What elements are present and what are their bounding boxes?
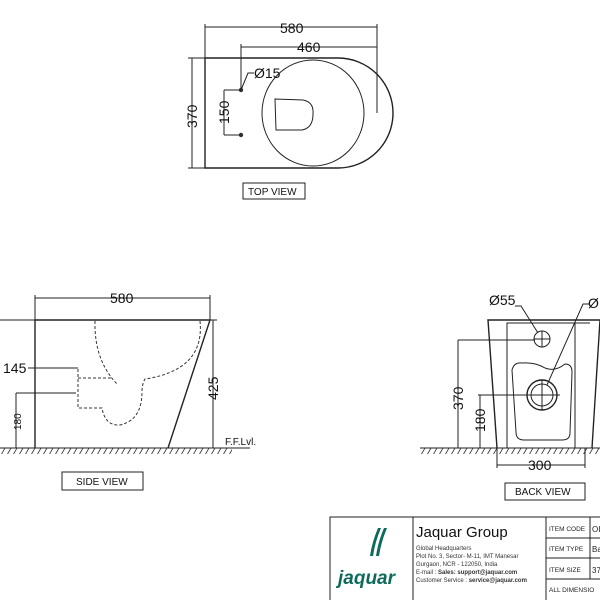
item-code-value: OI [592, 525, 600, 534]
dim-top-length: 580 [280, 20, 304, 36]
email-label: E-mail : [416, 570, 438, 576]
side-view-label: SIDE VIEW [76, 477, 128, 488]
dim-inlet-height: 370 [450, 386, 466, 410]
side-view: 580 425 145 180 F.F.Lvl. SIDE VIEW [0, 290, 256, 491]
item-size-label: ITEM SIZE [549, 567, 581, 574]
bowl-opening [274, 98, 314, 131]
side-view-label-box [61, 471, 144, 491]
back-view-label: BACK VIEW [515, 487, 571, 498]
dim-outlet-dia: Ø [588, 295, 599, 311]
item-code-label: ITEM CODE [549, 526, 586, 533]
address-line: Global Headquarters [416, 546, 471, 552]
logo-text: jaquar [335, 568, 397, 589]
item-size-value: 37 [592, 566, 600, 575]
service-label: Customer Service : [416, 578, 469, 584]
dim-hole-dia: Ø15 [254, 65, 281, 81]
email-value[interactable]: Sales: support@jaquar.com [438, 570, 517, 576]
title-block: jaquar Jaquar Group Global Headquarters … [329, 516, 600, 600]
dim-hole-spacing: 150 [216, 100, 232, 124]
svg-text:E-mail : Sales: support@jaquar: E-mail : Sales: support@jaquar.com [416, 570, 517, 576]
dim-back-outlet-height: 180 [472, 408, 488, 432]
dim-back-width: 300 [528, 457, 552, 473]
service-value[interactable]: service@jaquar.com [469, 578, 527, 584]
dim-outlet-offset: 145 [3, 360, 27, 376]
top-view-label: TOP VIEW [248, 187, 297, 198]
back-view-label-box [504, 482, 586, 501]
company-name: Jaquar Group [416, 524, 508, 541]
address-line: Plot No. 3, Sector- M-11, IMT Manesar [416, 554, 518, 560]
dim-side-height: 425 [205, 376, 221, 400]
dim-top-width: 370 [184, 104, 200, 128]
item-type-value: Ba [592, 545, 600, 554]
dim-inlet-dia: Ø55 [489, 292, 516, 308]
dim-top-bowl: 460 [297, 39, 321, 55]
back-view: Ø55 Ø 370 180 300 BACK VIEW [420, 292, 600, 501]
jaquar-logo: jaquar [335, 528, 397, 589]
dim-side-length: 580 [110, 290, 134, 306]
address-line: Gurgaon, NCR - 122050, India [416, 562, 498, 568]
svg-text:Customer Service : service@jaq: Customer Service : service@jaquar.com [416, 578, 527, 584]
item-type-label: ITEM TYPE [549, 546, 584, 553]
bowl-rim [261, 59, 365, 167]
side-view-outline [34, 319, 211, 449]
top-view: 580 460 Ø15 370 150 TOP VIEW [184, 20, 394, 200]
top-view-outline [204, 57, 394, 169]
top-view-label-box [242, 182, 306, 200]
dim-side-outlet-height: 180 [13, 413, 24, 430]
dimensions-note: ALL DIMENSIO [549, 587, 594, 594]
floor-level-label: F.F.Lvl. [225, 437, 256, 448]
back-view-outline [487, 319, 600, 449]
